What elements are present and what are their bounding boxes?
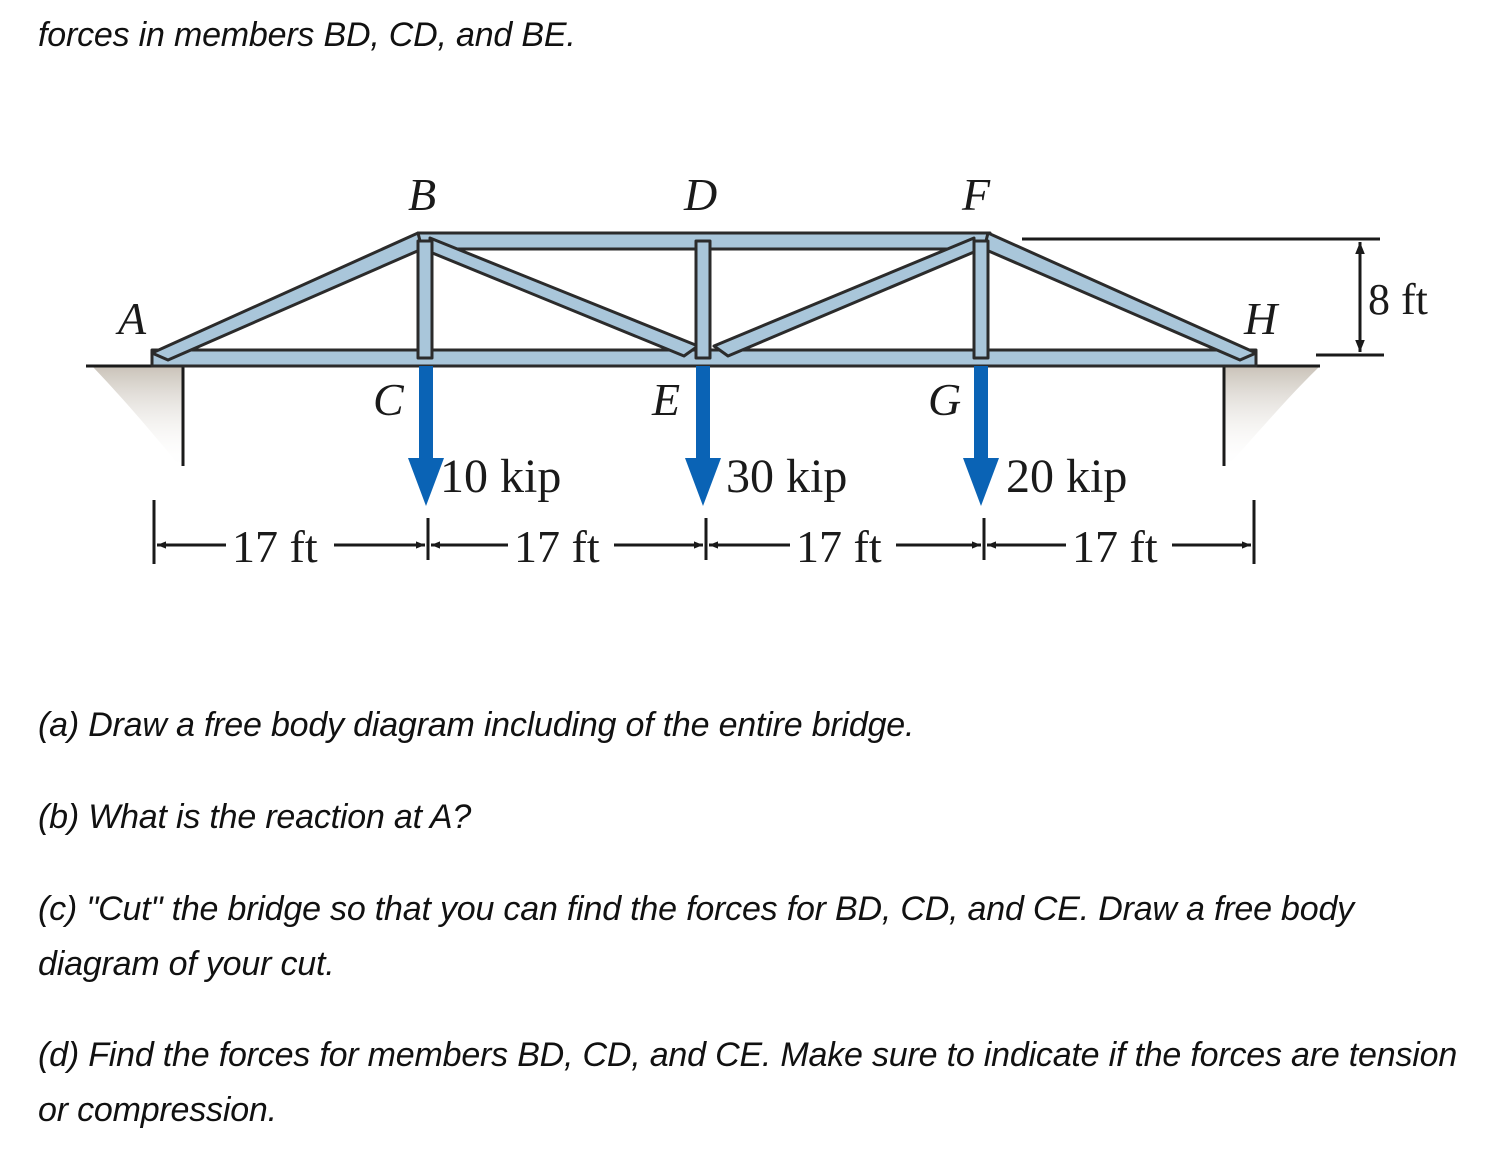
joint-label-e: E (651, 374, 680, 425)
intro-text: forces in members BD, CD, and BE. (38, 16, 576, 54)
support-shadow-left (92, 366, 183, 470)
member-bc (416, 239, 434, 360)
member-fg (972, 239, 990, 360)
span-dimension-ticks (152, 500, 1256, 564)
height-dimension (1022, 237, 1384, 357)
load-label-e: 30 kip (726, 450, 847, 503)
question-a: (a) Draw a free body diagram including o… (38, 706, 915, 744)
question-c: (c) "Cut" the bridge so that you can fin… (38, 890, 1354, 983)
truss-bridge-diagram: A B C D E F G H 10 kip 30 kip 20 kip 8 f… (86, 169, 1428, 572)
span-label-gh: 17 ft (1072, 521, 1158, 572)
load-arrows (408, 366, 999, 506)
question-d: (d) Find the forces for members BD, CD, … (38, 1036, 1458, 1129)
joint-label-b: B (408, 169, 436, 220)
joint-label-c: C (373, 374, 405, 425)
member-ef (712, 236, 976, 358)
joint-label-a: A (115, 293, 147, 344)
joint-label-g: G (928, 374, 961, 425)
span-label-ac: 17 ft (232, 521, 318, 572)
span-label-eg: 17 ft (796, 521, 882, 572)
load-arrow-g (963, 366, 999, 506)
member-fh (982, 231, 1258, 362)
joint-label-d: D (683, 169, 717, 220)
load-arrow-c (408, 366, 444, 506)
span-label-ce: 17 ft (514, 521, 600, 572)
member-be (428, 236, 700, 358)
member-de (694, 239, 712, 360)
load-arrow-e (685, 366, 721, 506)
member-ab (150, 231, 424, 362)
joint-label-f: F (961, 169, 991, 220)
support-shadow-right (1224, 366, 1320, 470)
load-label-g: 20 kip (1006, 450, 1127, 503)
load-label-c: 10 kip (440, 450, 561, 503)
height-dimension-label: 8 ft (1368, 275, 1428, 324)
truss-members (150, 231, 1258, 368)
joint-label-h: H (1243, 293, 1280, 344)
question-b: (b) What is the reaction at A? (38, 798, 472, 836)
